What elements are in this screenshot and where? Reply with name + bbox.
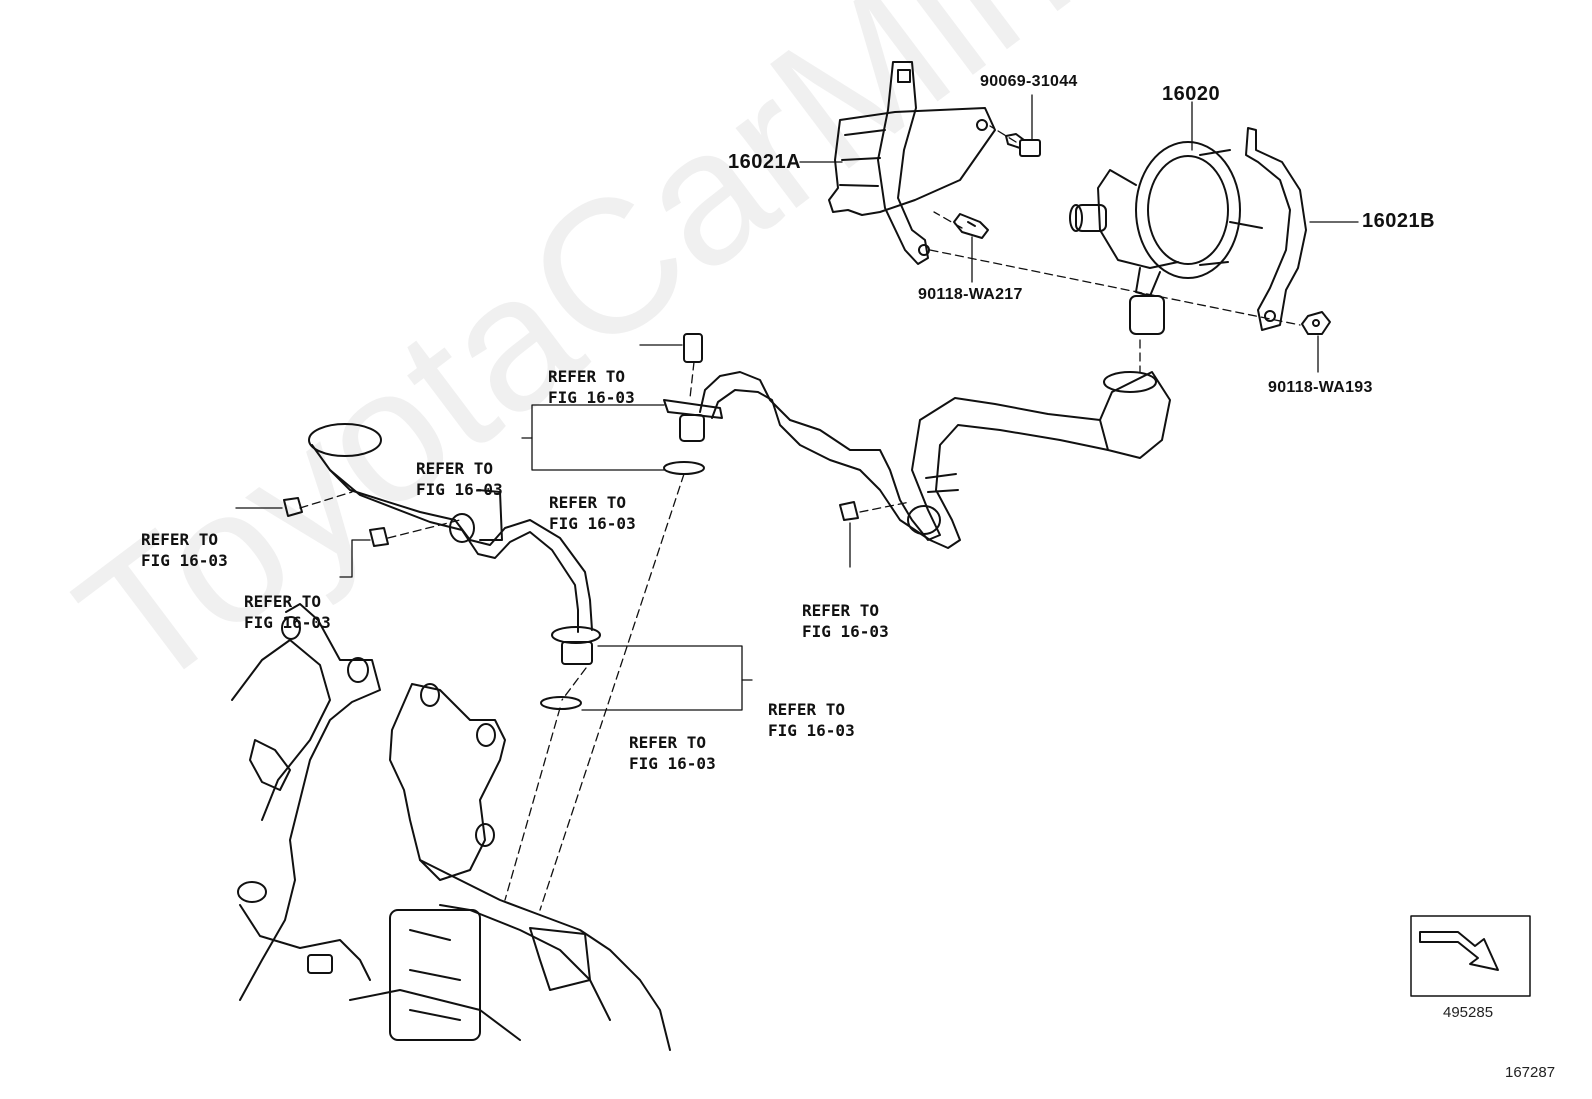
bracket-16021a (828, 61, 996, 265)
water-pump-16020 (1069, 141, 1241, 335)
bolts (283, 333, 859, 547)
nut-90118-wa193 (1301, 311, 1331, 335)
label-16020: 16020 (1162, 83, 1221, 105)
lower-pipe (308, 423, 601, 710)
view-indicator (1410, 915, 1531, 997)
label-16021b: 16021B (1362, 210, 1436, 232)
bolt-90069-31044 (1005, 133, 1041, 157)
label-90069-31044: 90069-31044 (980, 73, 1078, 90)
bracket-16021b (1229, 127, 1307, 331)
view-indicator-code: 495285 (1443, 1004, 1494, 1021)
turbo-manifold (231, 603, 671, 1051)
dashed-guide-lines (299, 125, 1301, 911)
figure-code: 167287 (1505, 1064, 1556, 1081)
label-16021a: 16021A (728, 151, 802, 173)
stud-bolt-90118-wa217 (953, 213, 989, 239)
label-90118-wa193: 90118-WA193 (1268, 379, 1373, 396)
label-90118-wa217: 90118-WA217 (918, 286, 1023, 303)
tube-with-flange (663, 399, 723, 475)
hose-assembly (699, 371, 1171, 549)
leader-lines (235, 94, 1359, 711)
